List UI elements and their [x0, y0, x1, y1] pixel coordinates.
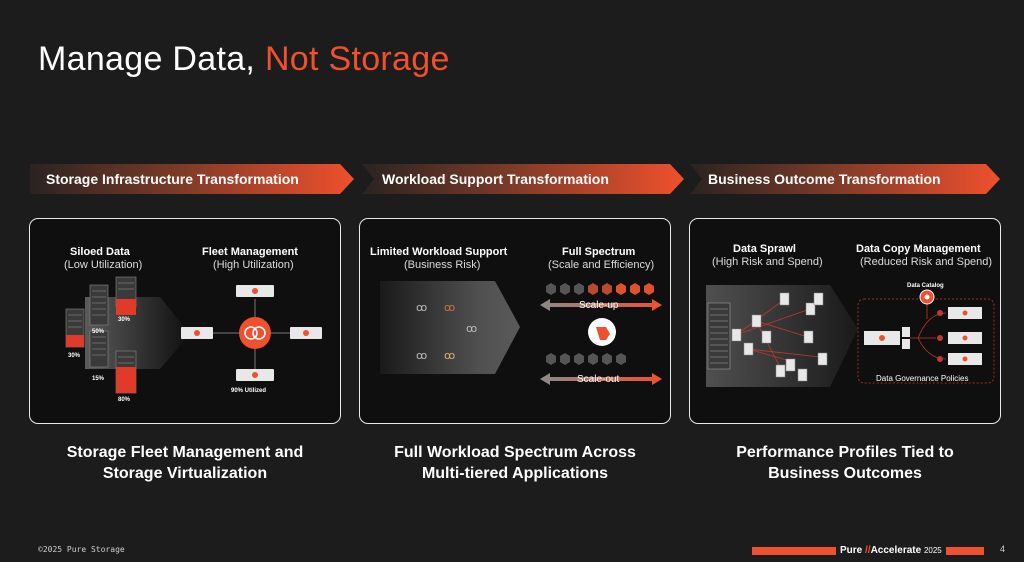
banner-storage-infrastructure: Storage Infrastructure Transformation	[30, 164, 354, 194]
full-spectrum-sub: (Scale and Efficiency)	[548, 259, 655, 271]
svg-text:ꝏ: ꝏ	[466, 322, 477, 335]
title-accent: Not Storage	[264, 40, 450, 78]
limited-workload-title: Limited Workload Support	[370, 246, 508, 258]
banner-label: Workload Support Transformation	[382, 171, 609, 187]
governance-label: Data Governance Policies	[876, 374, 969, 383]
pct-label: 80%	[118, 397, 131, 403]
fleet-hub	[181, 285, 322, 381]
data-sprawl-title: Data Sprawl	[733, 243, 796, 255]
fleet-management-title: Fleet Management	[202, 246, 298, 258]
banner-label: Storage Infrastructure Transformation	[46, 171, 299, 187]
data-copy-sub: (Reduced Risk and Spend)	[860, 256, 993, 268]
pct-label: 15%	[92, 376, 105, 382]
siloed-data-title: Siloed Data	[70, 246, 130, 258]
copyright: ©2025 Pure Storage	[38, 545, 125, 554]
siloed-server-stacks	[65, 276, 137, 394]
svg-text:ꝏ: ꝏ	[444, 349, 455, 362]
caption-line: Multi-tiered Applications	[421, 465, 609, 482]
scale-up-label: Scale-up	[579, 300, 619, 311]
banner-arrow-shape	[30, 164, 354, 194]
data-sprawl-servers	[707, 292, 828, 382]
fleet-management-sub: (High Utilization)	[213, 259, 294, 271]
caption-line: Business Outcomes	[768, 465, 922, 482]
pct-label: 30%	[68, 353, 81, 359]
page-number: 4	[1000, 544, 1006, 554]
caption-storage: Storage Fleet Management and Storage Vir…	[20, 442, 350, 484]
panel-storage-fleet: Siloed Data (Low Utilization) Fleet Mana…	[29, 218, 341, 424]
full-spectrum-title: Full Spectrum	[562, 246, 636, 258]
pure-logo-icon	[588, 318, 616, 346]
banner-business-outcome: Business Outcome Transformation	[690, 164, 1000, 194]
panel-workload-spectrum: ꝏ ꝏ ꝏ ꝏ ꝏ	[359, 218, 671, 424]
caption-line: Storage Fleet Management and	[66, 444, 304, 461]
caption-workload: Full Workload Spectrum Across Multi-tier…	[350, 442, 680, 484]
caption-line: Storage Virtualization	[102, 465, 268, 482]
brand-year: 2025	[923, 546, 942, 555]
slide-title: Manage Data, Not Storage	[38, 40, 450, 79]
workload-diagram: ꝏ ꝏ ꝏ ꝏ ꝏ	[380, 281, 662, 385]
data-copy-title: Data Copy Management	[856, 243, 981, 255]
title-main: Manage Data,	[38, 40, 265, 78]
data-sprawl-sub: (High Risk and Spend)	[712, 256, 823, 268]
banner-arrow-shape	[690, 164, 1000, 194]
caption-line: Performance Profiles Tied to	[736, 444, 954, 461]
scale-out-label: Scale-out	[577, 374, 620, 385]
utilized-label: 90% Utilized	[231, 388, 267, 394]
data-catalog-label: Data Catalog	[907, 283, 944, 289]
caption-business: Performance Profiles Tied to Business Ou…	[680, 442, 1010, 484]
brand-slash: //	[865, 545, 871, 556]
data-copy-box	[857, 289, 995, 384]
banner-label: Business Outcome Transformation	[708, 171, 941, 187]
data-copy-diagram	[706, 285, 995, 387]
fleet-diagram	[65, 276, 322, 394]
panel-data-copy-management: Data Sprawl (High Risk and Spend) Data C…	[689, 218, 1001, 424]
banner-arrow-shape	[362, 164, 684, 194]
brand-accelerate: Accelerate	[870, 545, 922, 556]
banner-workload-support: Workload Support Transformation	[362, 164, 684, 194]
brand-pure: Pure	[840, 545, 863, 556]
workload-icons: ꝏ ꝏ ꝏ ꝏ ꝏ	[416, 301, 477, 362]
caption-line: Full Workload Spectrum Across	[394, 444, 636, 461]
pct-label: 50%	[92, 329, 105, 335]
brand-logo: Pure //Accelerate 2025	[836, 544, 946, 557]
svg-text:ꝏ: ꝏ	[416, 301, 427, 314]
scale-up-arrow	[540, 283, 662, 311]
scale-out-arrow	[540, 353, 662, 385]
pct-label: 30%	[118, 317, 131, 323]
siloed-data-sub: (Low Utilization)	[64, 259, 143, 271]
svg-text:ꝏ: ꝏ	[416, 349, 427, 362]
svg-text:ꝏ: ꝏ	[444, 301, 455, 314]
limited-workload-sub: (Business Risk)	[404, 259, 481, 271]
